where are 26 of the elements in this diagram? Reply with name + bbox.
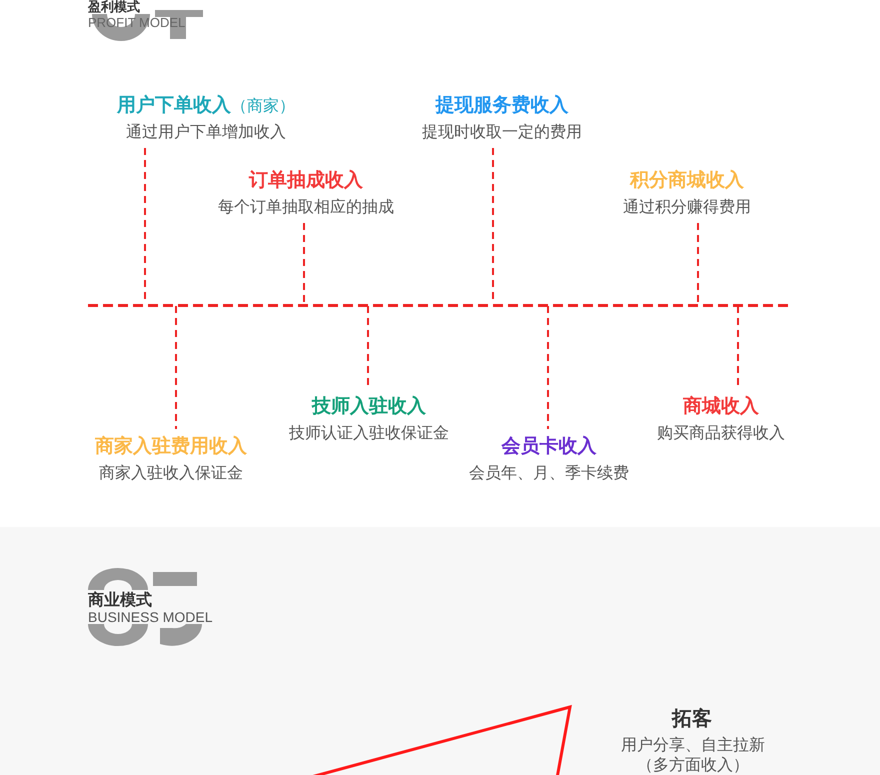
income-description: 通过用户下单增加收入 xyxy=(125,121,287,143)
income-title: 会员卡收入 xyxy=(502,434,596,459)
income-title: 积分商城收入 xyxy=(630,168,744,193)
dashed-connector xyxy=(303,223,305,304)
income-description: 提现时收取一定的费用 xyxy=(422,121,582,143)
income-title: 订单抽成收入 xyxy=(249,168,363,193)
section-heading: 盈利模式 xyxy=(88,1,140,15)
income-description: 通过积分赚得费用 xyxy=(623,196,751,218)
income-title: 商家入驻费用收入 xyxy=(95,434,247,459)
income-description: 技师认证入驻收保证金 xyxy=(289,422,449,444)
income-title: 用户下单收入 xyxy=(117,93,231,118)
dashed-connector xyxy=(697,223,699,304)
income-description: 会员年、月、季卡续费 xyxy=(469,462,629,484)
income-description: 每个订单抽取相应的抽成 xyxy=(218,196,394,218)
income-description: 购买商品获得收入 xyxy=(657,422,785,444)
section-heading: 商业模式 xyxy=(88,589,152,611)
section-subheading: BUSINESS MODEL xyxy=(88,609,212,625)
income-description: 商家入驻收入保证金 xyxy=(98,462,244,484)
vertex-description: 用户分享、自主拉新（多方面收入） xyxy=(620,735,766,775)
dashed-connector xyxy=(175,306,177,429)
income-note: （商家） xyxy=(231,96,295,117)
income-title: 技师入驻收入 xyxy=(312,394,426,419)
income-title: 提现服务费收入 xyxy=(436,93,568,118)
vertex-title: 拓客 xyxy=(672,705,712,731)
dashed-connector xyxy=(547,306,549,429)
income-title: 商城收入 xyxy=(683,394,759,419)
